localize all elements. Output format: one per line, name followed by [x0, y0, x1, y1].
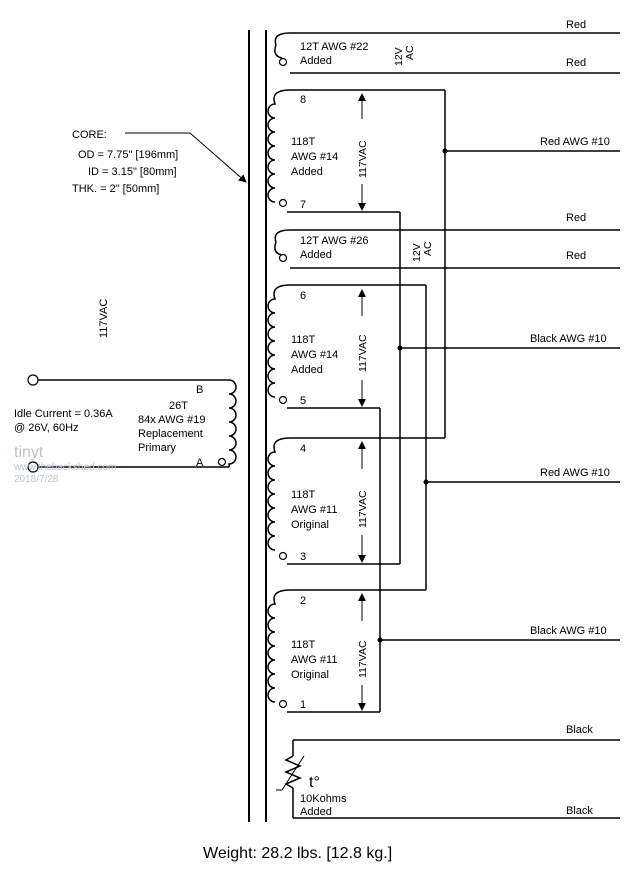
interconnect-wires: Red AWG #10 Black AWG #10 Red AWG #10 Bl… [377, 90, 620, 712]
watermark-site: www.thebackshed.com [13, 462, 116, 473]
watermark-brand: tinyt [14, 444, 44, 461]
w65-status: Added [291, 364, 323, 376]
out2-lead: Black AWG #10 [530, 333, 607, 345]
w65-voltage: 117VAC [357, 334, 369, 372]
core-thk: THK. = 2" [50mm] [72, 183, 159, 195]
aux1-status: Added [300, 55, 332, 67]
weight-label: Weight: 28.2 lbs. [12.8 kg.] [203, 845, 392, 862]
primary-turns: 26T [169, 400, 188, 412]
input-voltage-label: 117VAC [98, 299, 110, 338]
watermark-date: 2018/7/28 [14, 474, 59, 485]
pin-7: 7 [300, 199, 306, 211]
w21-wire: AWG #11 [291, 654, 337, 666]
w43-turns: 118T [291, 489, 316, 501]
pin-6: 6 [300, 290, 306, 302]
pin-8: 8 [300, 94, 306, 106]
w65-turns: 118T [291, 334, 316, 346]
winding-2-1: 2 1 118T AWG #11 Original 117VAC [267, 589, 426, 713]
w78-turns: 118T [291, 136, 316, 148]
thermistor-status: Added [300, 806, 332, 818]
idle-condition: @ 26V, 60Hz [14, 422, 79, 434]
primary-line1: Replacement [138, 428, 203, 440]
pin-1: 1 [300, 699, 306, 711]
watermark: tinyt www.thebackshed.com 2018/7/28 [13, 444, 116, 485]
thermistor-slash-icon [281, 755, 305, 791]
core-bars [248, 30, 267, 822]
aux1-top-lead: Red [566, 19, 586, 31]
winding-6-5: 6 5 118T AWG #14 Added 117VAC [267, 284, 426, 409]
w65-wire: AWG #14 [291, 349, 338, 361]
aux1-bottom-lead: Red [566, 57, 586, 69]
thermistor-value: 10Kohms [300, 793, 347, 805]
pin-3: 3 [300, 551, 306, 563]
aux2-turns: 12T AWG #26 [300, 235, 368, 247]
pin-2: 2 [300, 595, 306, 607]
w21-voltage: 117VAC [357, 640, 369, 678]
aux1-voltage-12v: 12V [393, 47, 405, 66]
aux2-status: Added [300, 249, 332, 261]
w43-voltage: 117VAC [357, 490, 369, 528]
aux-winding-2: 12T AWG #26 Added 12V AC Red Red [274, 212, 620, 269]
primary-winding: B A 26T 84x AWG #19 Replacement Primary … [14, 374, 237, 473]
out3-lead: Red AWG #10 [540, 467, 610, 479]
out1-lead: Red AWG #10 [540, 136, 610, 148]
w78-status: Added [291, 166, 323, 178]
core-od: OD = 7.75" [196mm] [78, 149, 178, 161]
w78-voltage: 117VAC [357, 140, 369, 178]
winding-8-7: 8 7 118T AWG #14 Added 117VAC [267, 89, 445, 213]
thermistor-symbol: t° [309, 774, 320, 791]
w21-turns: 118T [291, 639, 316, 651]
primary-wire: 84x AWG #19 [138, 414, 205, 426]
idle-current: Idle Current = 0.36A [14, 408, 113, 420]
pin-4: 4 [300, 443, 306, 455]
therm-top-lead: Black [566, 724, 593, 736]
terminal-a-label: A [196, 457, 204, 469]
winding-4-3: 4 3 118T AWG #11 Original 117VAC [267, 437, 445, 565]
aux2-top-lead: Red [566, 212, 586, 224]
aux2-voltage-12v: 12V [411, 243, 423, 262]
aux2-voltage-ac: AC [422, 241, 434, 256]
core-spec-callout: CORE: OD = 7.75" [196mm] ID = 3.15" [80m… [72, 129, 247, 195]
aux1-voltage-ac: AC [404, 45, 416, 60]
aux1-turns: 12T AWG #22 [300, 41, 368, 53]
w43-wire: AWG #11 [291, 504, 337, 516]
w43-status: Original [291, 519, 329, 531]
aux2-bottom-lead: Red [566, 250, 586, 262]
aux-winding-1: 12T AWG #22 Added 12V AC Red Red [274, 19, 620, 74]
pin-5: 5 [300, 395, 306, 407]
w78-wire: AWG #14 [291, 151, 338, 163]
out4-lead: Black AWG #10 [530, 625, 607, 637]
primary-line2: Primary [138, 442, 176, 454]
terminal-b-icon [27, 374, 39, 386]
terminal-b-label: B [196, 384, 203, 396]
therm-bottom-lead: Black [566, 805, 593, 817]
core-heading: CORE: [72, 129, 107, 141]
core-id: ID = 3.15" [80mm] [88, 166, 177, 178]
thermistor: t° 10Kohms Added Black Black [276, 724, 620, 819]
w21-status: Original [291, 669, 329, 681]
